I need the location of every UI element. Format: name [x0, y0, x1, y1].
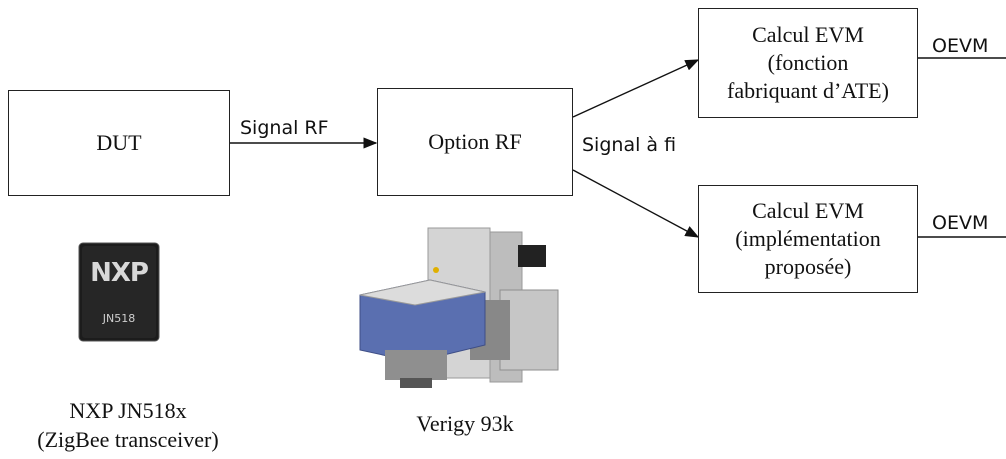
chip-body — [78, 242, 160, 342]
evm-ate-line-1: Calcul EVM — [752, 21, 864, 47]
evm-proposed-line-2: (implémentation — [735, 225, 881, 251]
dut-block: DUT — [8, 90, 230, 196]
dut-label: DUT — [96, 129, 142, 155]
arrow-option-to-evm-proposed — [572, 169, 700, 238]
output-top-label: OEVM — [932, 35, 989, 57]
tester-illustration — [359, 227, 559, 388]
chip-caption: NXP JN518x (ZigBee transceiver) — [18, 397, 238, 454]
chip-part-number: JN518 — [102, 312, 136, 325]
chip-caption-line-1: NXP JN518x — [69, 398, 187, 423]
option-rf-block: Option RF — [377, 88, 573, 196]
evm-ate-line-2: (fonction — [767, 49, 849, 75]
output-bottom-label: OEVM — [932, 212, 989, 234]
tester-caption: Verigy 93k — [370, 410, 560, 439]
option-rf-label: Option RF — [428, 128, 522, 154]
chip-caption-line-2: (ZigBee transceiver) — [37, 426, 219, 452]
evm-proposed-line-1: Calcul EVM — [752, 197, 864, 223]
arrow-option-to-evm-ate — [572, 59, 700, 118]
signal-a-fi-label: Signal à fi — [582, 134, 677, 156]
evm-proposed-line-3: proposée) — [764, 254, 852, 280]
nxp-chip-image: NXP JN518 — [76, 240, 162, 344]
evm-ate-block: Calcul EVM (fonction fabriquant d’ATE) — [698, 8, 918, 118]
signal-rf-label: Signal RF — [240, 117, 329, 139]
evm-ate-line-3: fabriquant d’ATE) — [727, 78, 889, 104]
tester-caption-text: Verigy 93k — [416, 411, 514, 436]
evm-proposed-block: Calcul EVM (implémentation proposée) — [698, 185, 918, 293]
chip-logo: NXP — [90, 258, 149, 288]
